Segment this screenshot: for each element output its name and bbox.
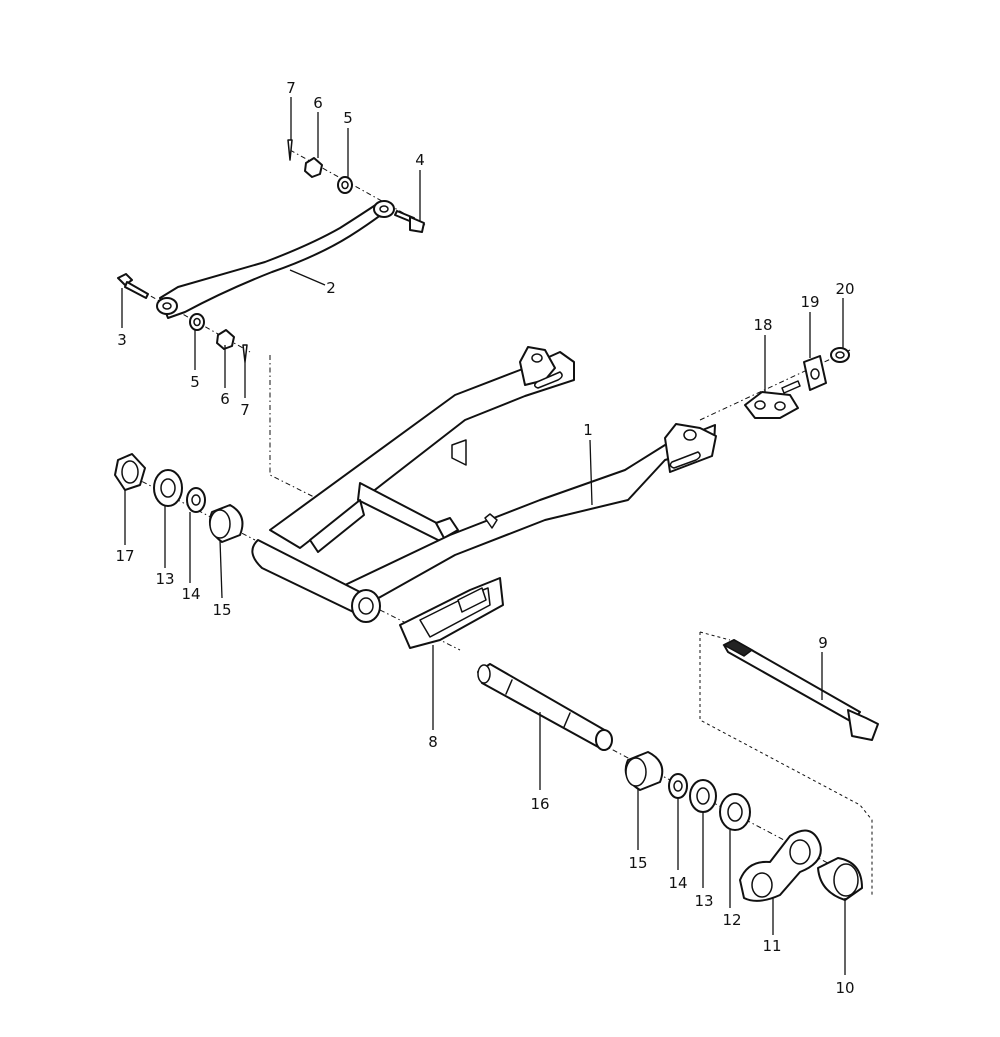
adjuster-block-19 xyxy=(803,355,827,391)
bolt-3 xyxy=(117,273,149,299)
callout-1: 1 xyxy=(583,421,593,439)
callout-14-right: 14 xyxy=(668,874,687,892)
washer-14-right xyxy=(668,773,688,799)
callout-11: 11 xyxy=(762,937,781,955)
collar-17 xyxy=(114,453,146,491)
washer-5-top xyxy=(337,176,353,194)
callout-20: 20 xyxy=(835,280,854,298)
callout-17: 17 xyxy=(115,547,134,565)
nut-20 xyxy=(830,347,850,363)
nut-6-top xyxy=(304,157,323,178)
collar-10 xyxy=(817,857,863,901)
callout-13-right: 13 xyxy=(694,892,713,910)
callout-4: 4 xyxy=(415,151,425,169)
swing-arm xyxy=(251,346,717,623)
seal-13-right xyxy=(689,779,717,813)
callout-15-left: 15 xyxy=(212,601,231,619)
callout-18: 18 xyxy=(753,316,772,334)
washer-14-left xyxy=(186,487,206,513)
cotter-pin-7-top xyxy=(287,139,293,161)
torque-rod xyxy=(156,200,395,319)
callout-6-bottom: 6 xyxy=(220,390,230,408)
callout-16: 16 xyxy=(530,795,549,813)
callout-15-right: 15 xyxy=(628,854,647,872)
bushing-15-left xyxy=(209,504,244,543)
callout-5-top: 5 xyxy=(343,109,353,127)
cotter-pin-7-bottom xyxy=(242,344,248,363)
callout-9: 9 xyxy=(818,634,828,652)
callout-14-left: 14 xyxy=(181,585,200,603)
bolt-assembly-frame xyxy=(699,632,873,895)
callout-13-left: 13 xyxy=(155,570,174,588)
chain-adjuster-plate xyxy=(744,391,799,419)
callout-2: 2 xyxy=(326,279,336,297)
leader-lines xyxy=(121,97,846,975)
callout-12: 12 xyxy=(722,911,741,929)
chain-guide xyxy=(399,577,504,649)
callout-8: 8 xyxy=(428,733,438,751)
bolt-4 xyxy=(394,210,425,233)
callout-19: 19 xyxy=(800,293,819,311)
callout-6-top: 6 xyxy=(313,94,323,112)
callout-10: 10 xyxy=(835,979,854,997)
callout-5-bottom: 5 xyxy=(190,373,200,391)
washer-5-bottom xyxy=(189,313,205,331)
callout-7-bottom: 7 xyxy=(240,401,250,419)
bushing-15-right xyxy=(624,751,664,791)
callouts: 7 6 5 4 2 3 5 6 7 1 17 13 14 15 18 19 20… xyxy=(115,79,854,997)
nut-6-bottom xyxy=(216,329,235,350)
callout-3: 3 xyxy=(117,331,127,349)
seal-12 xyxy=(719,793,751,831)
pivot-bolt-9 xyxy=(722,639,879,741)
adjuster-bolt xyxy=(781,380,801,394)
callout-7-top: 7 xyxy=(286,79,296,97)
link-plate-11 xyxy=(739,829,822,902)
seal-13-left xyxy=(153,469,183,507)
pivot-shaft-16 xyxy=(477,663,613,751)
